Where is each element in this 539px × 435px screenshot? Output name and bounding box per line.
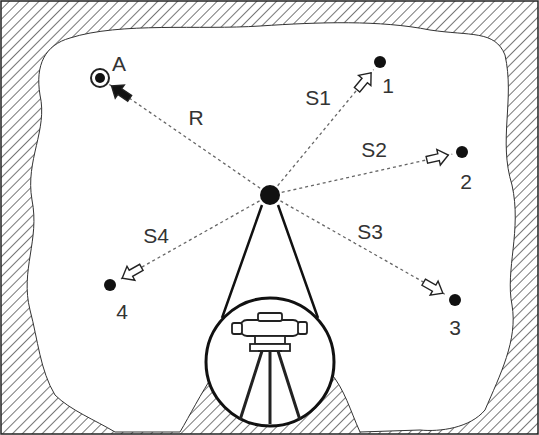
sight-line <box>270 70 374 195</box>
sight-lines <box>108 70 452 295</box>
hollow-arrow <box>354 73 371 92</box>
staff-point <box>374 56 386 68</box>
reading-label: R <box>186 107 205 129</box>
hollow-arrow <box>422 279 443 295</box>
sight-label: S3 <box>355 221 385 243</box>
hollow-arrow <box>122 264 143 280</box>
callout-number: 3 <box>447 317 463 339</box>
staff-point <box>449 294 461 306</box>
callout-number: 1 <box>380 75 396 97</box>
sight-line <box>119 195 270 280</box>
sight-line <box>270 195 446 295</box>
callout-number: 2 <box>458 171 474 193</box>
survey-area <box>27 23 515 432</box>
staff-point <box>104 279 116 291</box>
sight-label: S1 <box>303 87 333 109</box>
sight-label: S2 <box>359 139 389 161</box>
level-instrument <box>232 313 307 424</box>
callout-number: 4 <box>114 301 130 323</box>
benchmark-ring <box>91 69 109 87</box>
point-label: A <box>110 53 128 75</box>
benchmark-point <box>95 73 105 83</box>
staff-point <box>456 146 468 158</box>
instrument-station <box>260 185 280 205</box>
reading-arrow <box>112 85 132 101</box>
magnifier-circle <box>206 298 334 426</box>
sight-label: S4 <box>141 225 171 247</box>
hollow-arrow <box>426 149 448 165</box>
sight-line <box>108 84 270 195</box>
